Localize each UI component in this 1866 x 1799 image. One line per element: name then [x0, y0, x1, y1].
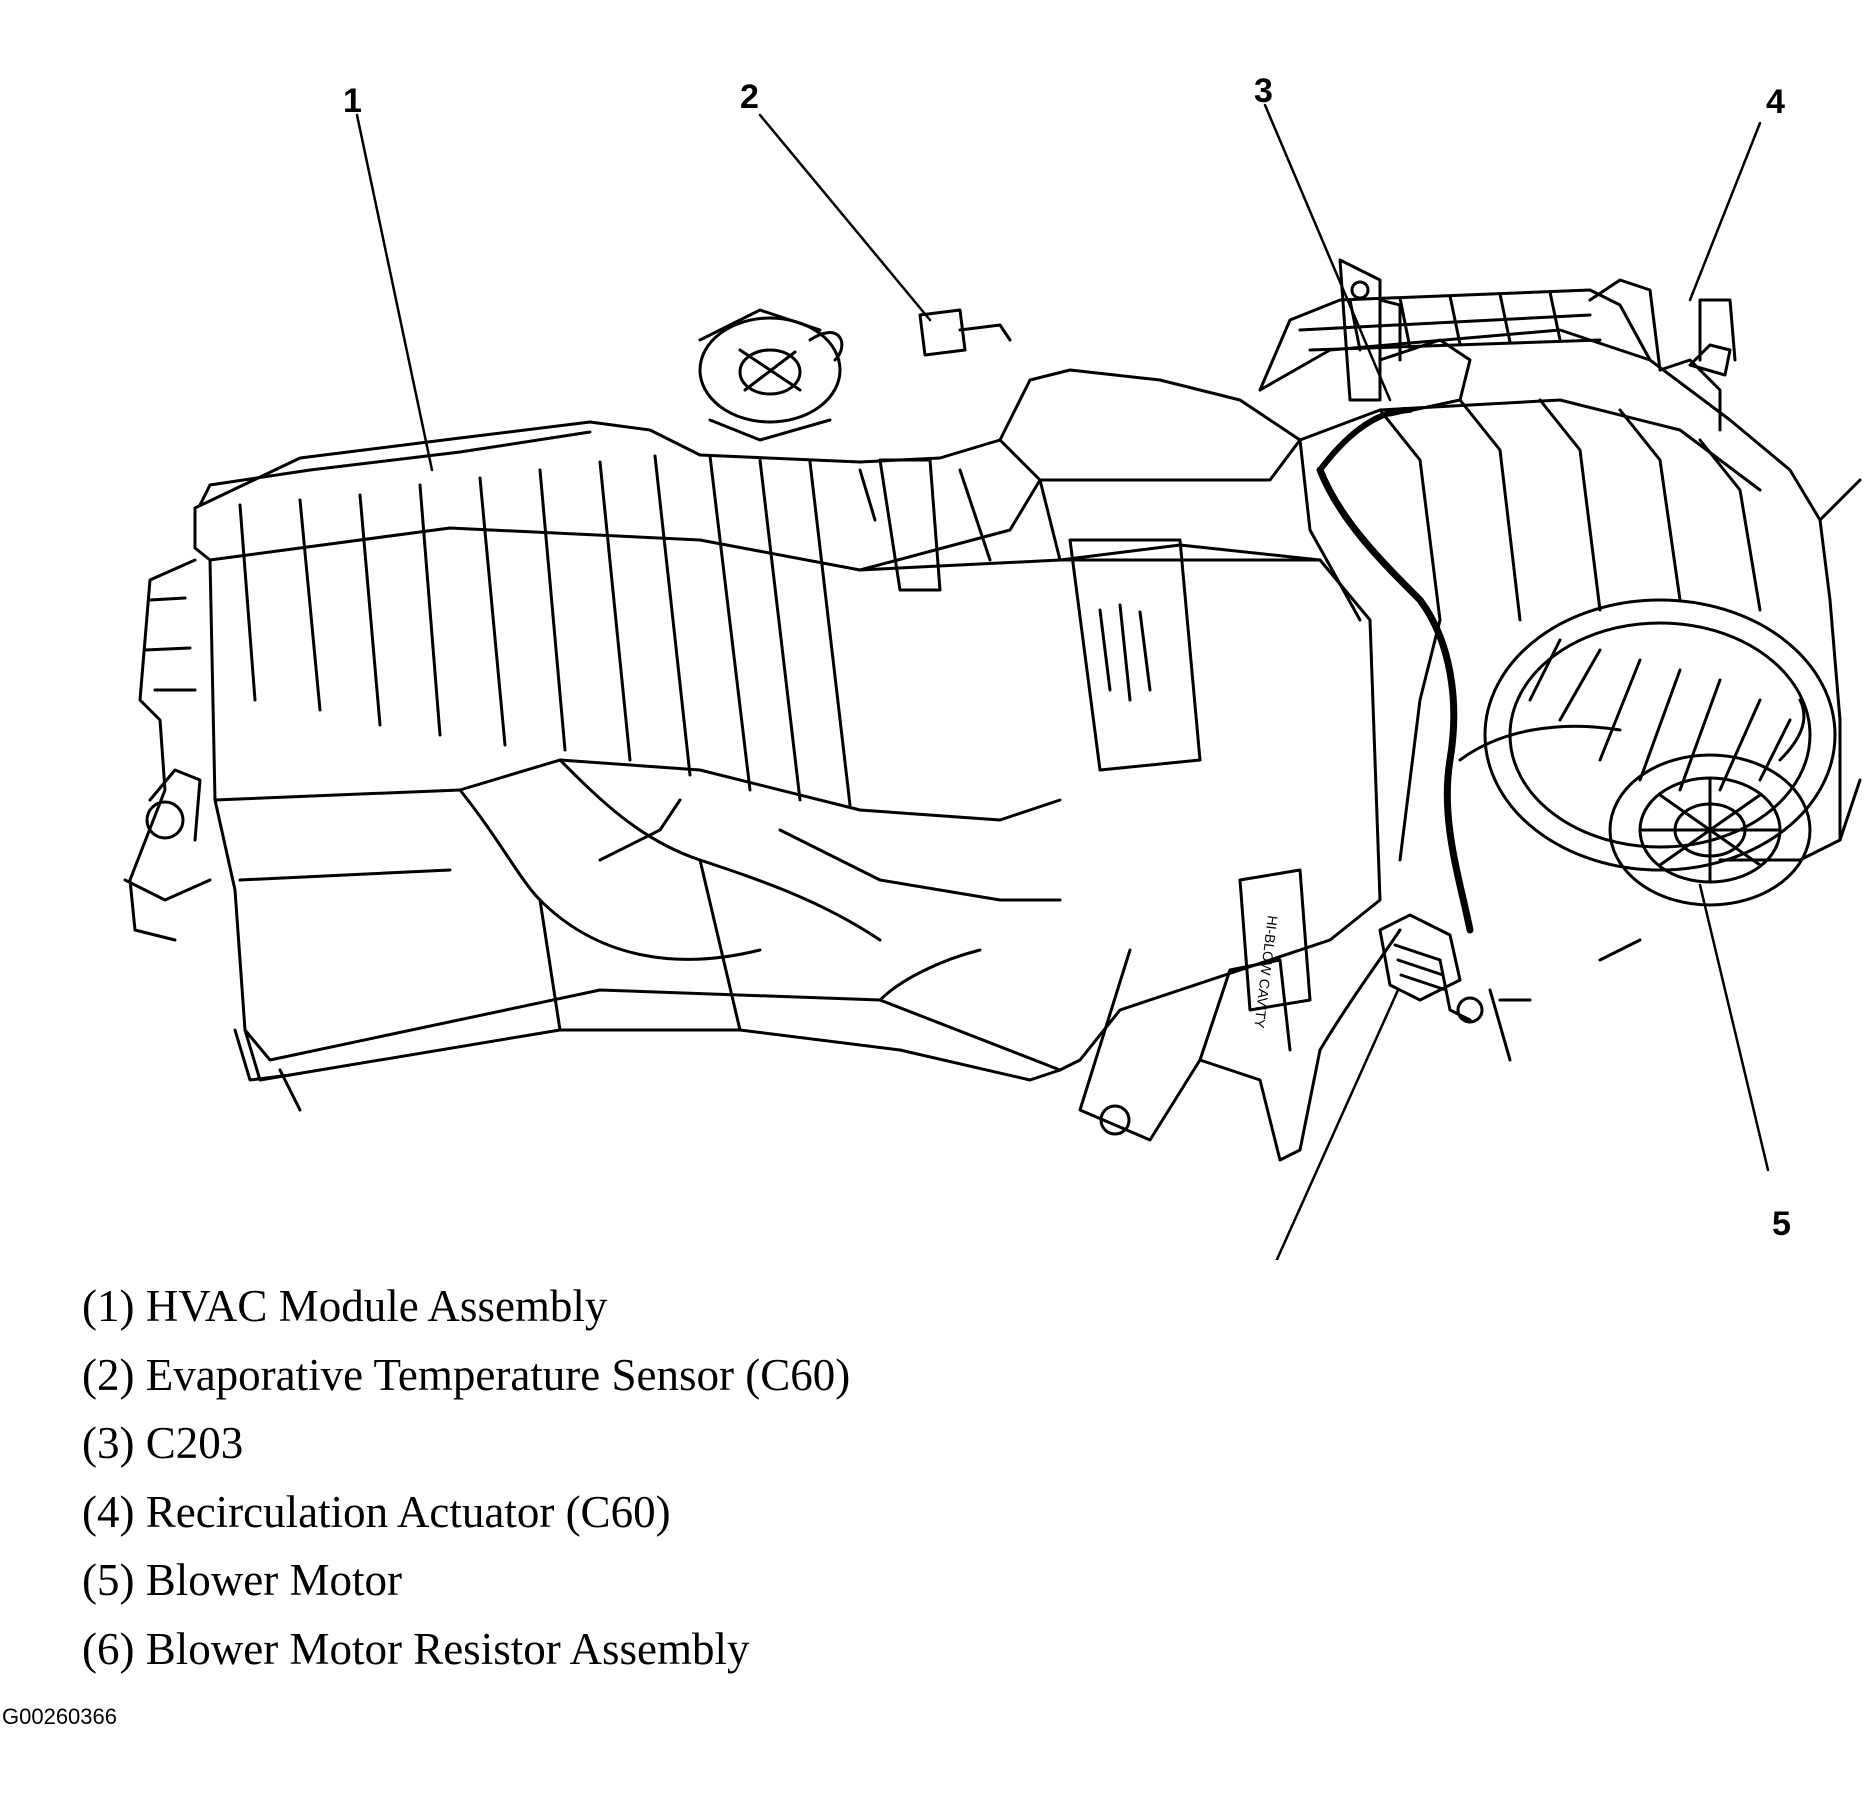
- callout-3: 3: [1254, 72, 1273, 110]
- leader-line-1: [355, 113, 434, 472]
- hvac-case-drawing: HI-BLOW CAVITY: [123, 308, 1402, 1162]
- callout-numbers: 1 2 3 4 5 6: [343, 72, 1791, 1243]
- leader-line-6: [1275, 988, 1400, 1260]
- legend-item-3: (3) C203: [82, 1418, 244, 1468]
- leader-line-4: [1688, 121, 1762, 302]
- legend-item-5: (5) Blower Motor: [82, 1555, 402, 1605]
- legend-item-4: (4) Recirculation Actuator (C60): [82, 1486, 671, 1537]
- legend-item-1: (1) HVAC Module Assembly: [82, 1281, 608, 1331]
- callout-2: 2: [740, 78, 759, 116]
- legend-item-6: (6) Blower Motor Resistor Assembly: [82, 1623, 750, 1674]
- callout-1: 1: [343, 82, 362, 120]
- legend: (1) HVAC Module Assembly (2) Evaporative…: [82, 1272, 850, 1683]
- leader-line-2: [758, 113, 932, 322]
- blower-housing-drawing: [1258, 258, 1862, 1062]
- figure-id: G00260366: [2, 1704, 117, 1729]
- leader-line-3: [1263, 103, 1392, 402]
- leader-lines: [355, 103, 1770, 1260]
- cavity-label-text: HI-BLOW CAVITY: [1251, 915, 1281, 1030]
- hvac-module-illustration: HI-BLOW CAVITY: [123, 72, 1862, 1260]
- callout-4: 4: [1766, 83, 1785, 121]
- callout-5: 5: [1772, 1205, 1791, 1243]
- legend-item-2: (2) Evaporative Temperature Sensor (C60): [82, 1349, 851, 1400]
- leader-line-5: [1698, 883, 1770, 1172]
